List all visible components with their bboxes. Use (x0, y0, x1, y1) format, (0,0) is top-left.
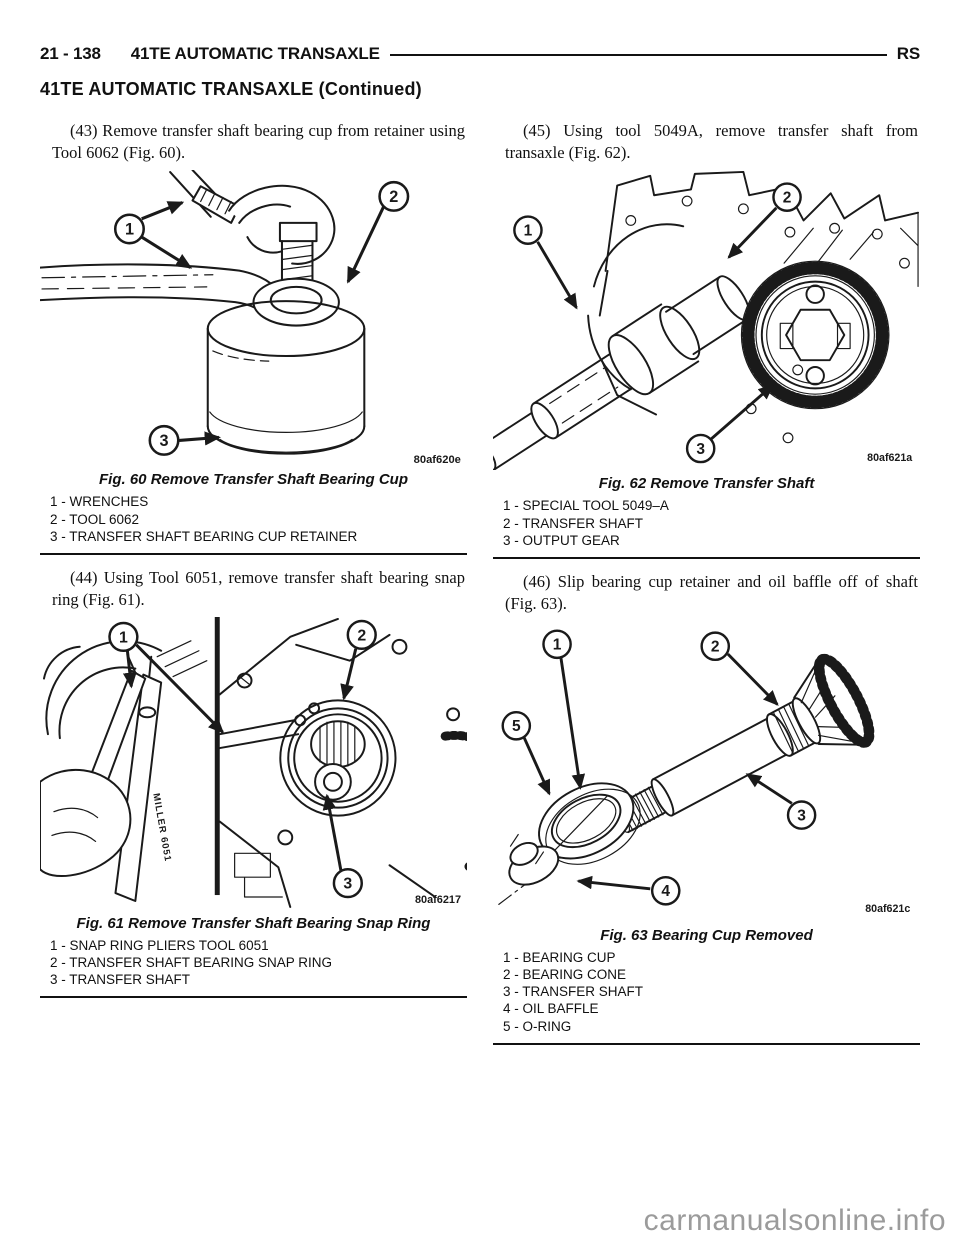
callout-1-badge: 1 (513, 214, 578, 310)
svg-text:1: 1 (553, 636, 562, 653)
legend-item: 2 - BEARING CONE (503, 966, 627, 982)
callout-2-badge: 2 (346, 180, 410, 284)
svg-text:2: 2 (711, 638, 720, 655)
figure-60-code: 80af620e (414, 453, 461, 465)
callout-2-badge: 2 (727, 181, 802, 259)
step-46-paragraph: (46) Slip bearing cup retainer and oil b… (505, 572, 918, 613)
figure-61-drawing: MILLER 6051 1 2 3 (40, 616, 467, 908)
figure-60-legend: 1 - WRENCHES 2 - TOOL 6062 3 - TRANSFER … (50, 493, 467, 553)
svg-text:2: 2 (389, 188, 398, 206)
column-left: (43) Remove transfer shaft bearing cup f… (40, 110, 467, 1010)
page-header: 21 - 138 41TE AUTOMATIC TRANSAXLE RS (40, 44, 920, 64)
legend-divider (493, 1042, 920, 1045)
legend-item: 4 - OIL BAFFLE (503, 1001, 599, 1017)
continued-heading: 41TE AUTOMATIC TRANSAXLE (Continued) (40, 79, 422, 99)
callout-2-badge: 2 (340, 619, 377, 701)
step-45-paragraph: (45) Using tool 5049A, remove transfer s… (505, 121, 918, 162)
legend-item: 2 - TOOL 6062 (50, 511, 140, 527)
svg-text:3: 3 (160, 432, 169, 450)
svg-text:2: 2 (357, 627, 366, 644)
step-43-paragraph: (43) Remove transfer shaft bearing cup f… (52, 121, 465, 162)
callout-3-badge: 3 (322, 793, 363, 898)
callout-3-badge: 3 (745, 772, 817, 830)
legend-divider (40, 996, 467, 999)
svg-text:3: 3 (696, 440, 705, 457)
legend-item: 1 - SPECIAL TOOL 5049–A (503, 498, 669, 514)
legend-item: 2 - TRANSFER SHAFT (503, 515, 644, 531)
callout-4-badge: 4 (576, 875, 681, 906)
legend-divider (40, 553, 467, 556)
legend-item: 5 - O-RING (503, 1018, 572, 1034)
figure-63: 1 2 3 4 (493, 621, 920, 944)
figure-60: 1 2 3 80af620e Fig. 60 Remove Transfer S… (40, 169, 467, 489)
legend-item: 1 - BEARING CUP (503, 949, 616, 965)
svg-text:3: 3 (343, 875, 352, 892)
figure-61: MILLER 6051 1 2 3 (40, 616, 467, 932)
callout-3-badge: 3 (148, 424, 221, 456)
header-rule (389, 53, 887, 57)
callout-1-badge: 1 (542, 629, 586, 790)
svg-text:1: 1 (125, 220, 134, 238)
callout-3-badge: 3 (685, 383, 774, 463)
callout-2-badge: 2 (700, 631, 779, 706)
figure-63-code: 80af621c (865, 903, 910, 915)
figure-63-caption: Fig. 63 Bearing Cup Removed (600, 926, 813, 944)
figure-60-caption: Fig. 60 Remove Transfer Shaft Bearing Cu… (99, 471, 408, 489)
figure-62-code: 80af621a (867, 452, 912, 464)
figure-62-legend: 1 - SPECIAL TOOL 5049–A 2 - TRANSFER SHA… (503, 497, 920, 557)
figure-63-legend: 1 - BEARING CUP 2 - BEARING CONE 3 - TRA… (503, 949, 920, 1043)
legend-item: 1 - WRENCHES (50, 494, 149, 510)
callout-1-badge: 1 (108, 621, 225, 734)
callout-1-badge: 1 (113, 200, 193, 269)
legend-item: 3 - TRANSFER SHAFT BEARING CUP RETAINER (50, 528, 358, 544)
figure-60-drawing: 1 2 3 80af620e (40, 169, 461, 465)
svg-text:5: 5 (512, 718, 521, 735)
legend-item: 3 - TRANSFER SHAFT (503, 984, 644, 1000)
figure-61-legend: 1 - SNAP RING PLIERS TOOL 6051 2 - TRANS… (50, 937, 467, 997)
watermark: carmanualsonline.info (643, 1204, 946, 1237)
pliers-tool-label: MILLER 6051 (151, 792, 174, 862)
step-44-paragraph: (44) Using Tool 6051, remove transfer sh… (52, 568, 465, 609)
svg-text:4: 4 (661, 883, 670, 900)
section-title: 41TE AUTOMATIC TRANSAXLE (130, 44, 380, 63)
figure-62-drawing: 1 2 3 80af621a (493, 170, 920, 471)
legend-item: 2 - TRANSFER SHAFT BEARING SNAP RING (50, 954, 333, 970)
page-number: 21 - 138 (40, 44, 101, 63)
figure-63-drawing: 1 2 3 4 (498, 629, 910, 915)
column-right: (45) Using tool 5049A, remove transfer s… (493, 110, 920, 1057)
figure-61-caption: Fig. 61 Remove Transfer Shaft Bearing Sn… (76, 914, 431, 932)
legend-item: 1 - SNAP RING PLIERS TOOL 6051 (50, 937, 269, 953)
callout-5-badge: 5 (501, 710, 551, 796)
svg-text:1: 1 (119, 629, 128, 646)
legend-divider (493, 557, 920, 560)
svg-text:3: 3 (797, 807, 806, 824)
svg-text:1: 1 (524, 222, 533, 239)
region-code: RS (896, 44, 920, 63)
legend-item: 3 - TRANSFER SHAFT (50, 972, 191, 988)
figure-62-caption: Fig. 62 Remove Transfer Shaft (598, 475, 815, 493)
legend-item: 3 - OUTPUT GEAR (503, 532, 620, 548)
svg-text:2: 2 (783, 189, 792, 206)
figure-62: 1 2 3 80af621a Fig. 62 Remove Transfer S… (493, 170, 920, 493)
figure-61-code: 80af6217 (415, 894, 461, 906)
